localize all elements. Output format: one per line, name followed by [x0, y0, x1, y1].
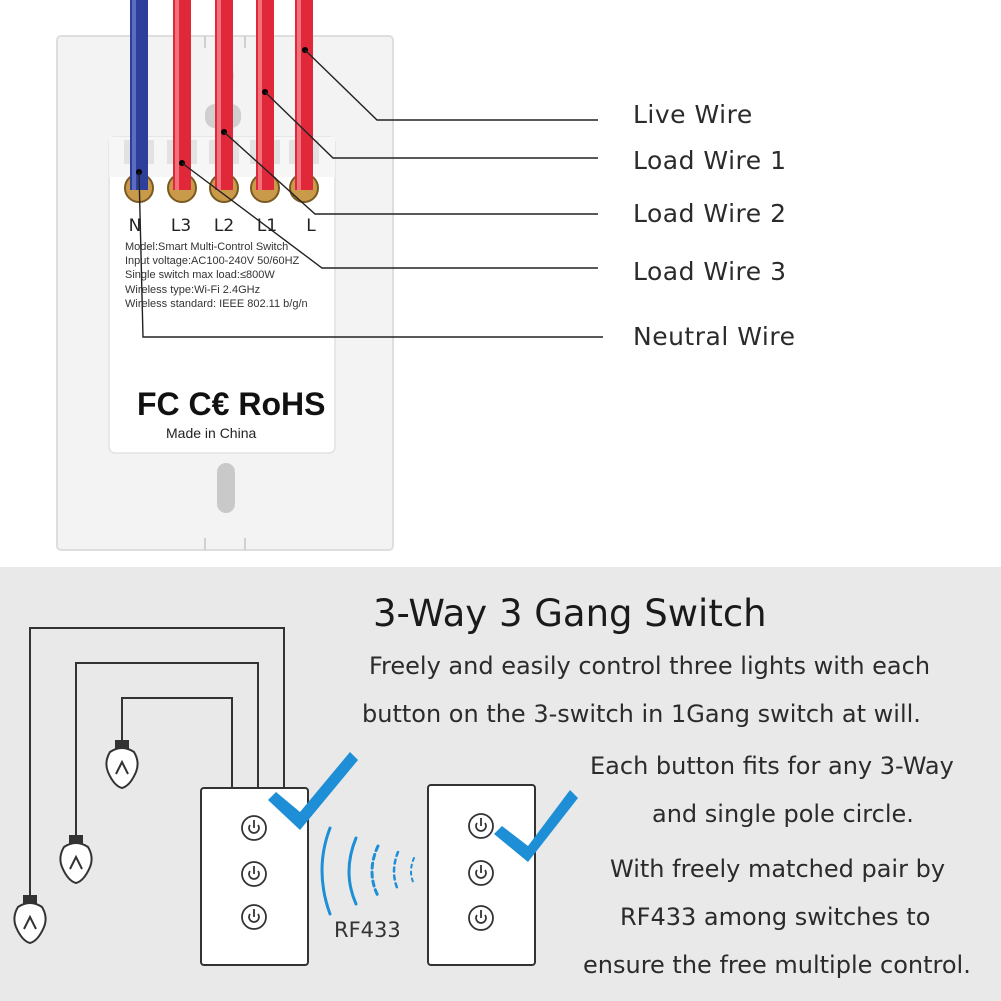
description-line-4: and single pole circle. — [652, 800, 914, 828]
certification-logos: FC C€ RoHS — [137, 386, 326, 422]
wires — [130, 0, 313, 190]
description-line-2: button on the 3-switch in 1Gang switch a… — [362, 700, 921, 728]
mount-slot-bottom — [217, 463, 235, 513]
power-icon — [468, 813, 494, 839]
power-icon — [241, 815, 267, 841]
power-icon — [468, 860, 494, 886]
leader-lines — [138, 49, 603, 338]
description-line-7: ensure the free multiple control. — [583, 951, 971, 979]
light-bulb-icon — [13, 895, 47, 945]
power-icon — [241, 861, 267, 887]
spec-load: Single switch max load:≤800W — [125, 269, 275, 281]
power-icon — [468, 905, 494, 931]
top-diagram — [56, 0, 603, 551]
terminal-label-l3: L3 — [170, 216, 192, 236]
label-live-wire: Live Wire — [633, 100, 753, 129]
check-icon — [494, 790, 578, 862]
light-bulb-icon — [59, 835, 93, 885]
terminal-label-l: L — [306, 216, 316, 236]
spec-model: Model:Smart Multi-Control Switch — [125, 241, 289, 253]
check-icon — [268, 752, 358, 830]
power-icon — [241, 904, 267, 930]
description-line-3: Each button fits for any 3-Way — [590, 752, 954, 780]
spec-voltage: Input voltage:AC100-240V 50/60HZ — [125, 255, 300, 267]
rf-wave-icon — [320, 826, 415, 916]
made-in-label: Made in China — [166, 425, 257, 441]
label-load-wire-2: Load Wire 2 — [633, 199, 787, 228]
description-line-1: Freely and easily control three lights w… — [369, 652, 931, 680]
terminal-label-n: N — [128, 216, 142, 236]
section-heading: 3-Way 3 Gang Switch — [373, 592, 767, 635]
spec-wireless-standard: Wireless standard: IEEE 802.11 b/g/n — [125, 298, 308, 310]
rf-label: RF433 — [334, 918, 401, 942]
description-line-6: RF433 among switches to — [620, 903, 931, 931]
label-load-wire-3: Load Wire 3 — [633, 257, 787, 286]
description-line-5: With freely matched pair by — [610, 855, 946, 883]
label-neutral-wire: Neutral Wire — [633, 322, 796, 351]
label-load-wire-1: Load Wire 1 — [633, 146, 787, 175]
terminal-label-l2: L2 — [213, 216, 235, 236]
light-bulb-icon — [105, 740, 139, 790]
spec-wireless-type: Wireless type:Wi-Fi 2.4GHz — [125, 284, 261, 296]
terminal-label-l1: L1 — [256, 216, 278, 236]
